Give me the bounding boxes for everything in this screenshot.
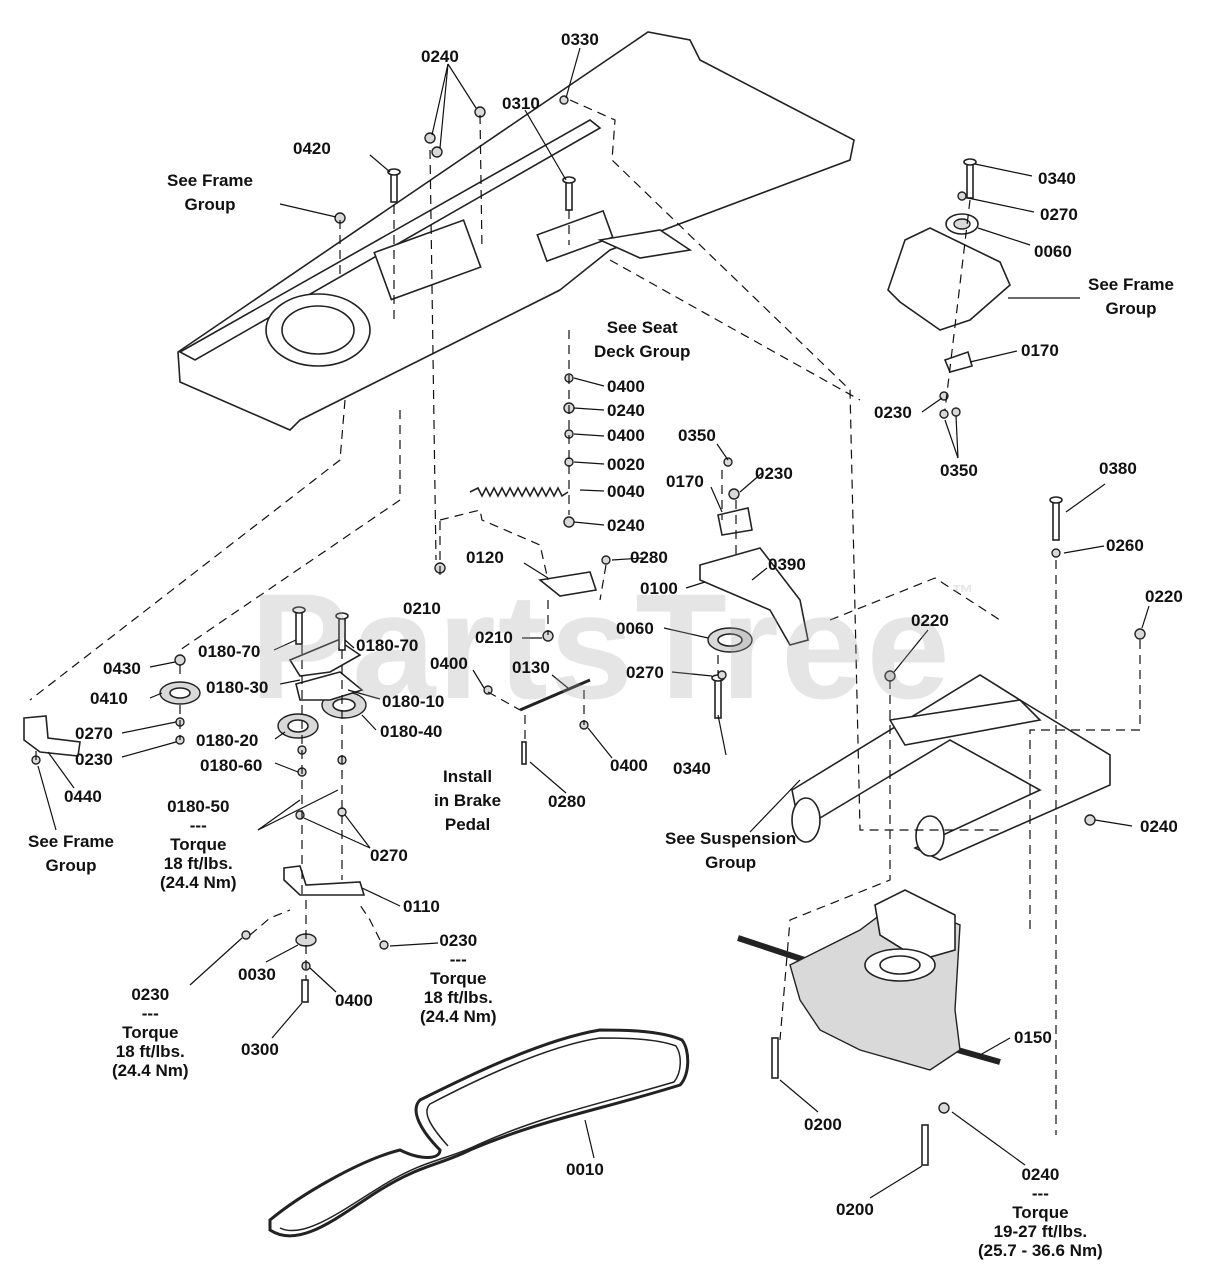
callout-0180-60: 0180-60 (200, 756, 263, 775)
callout-0330: 0330 (561, 30, 599, 49)
callout-0400: 0400 (610, 756, 648, 775)
callout-0180-40: 0180-40 (380, 722, 443, 741)
suspension-frame (791, 674, 1111, 861)
callout-0440: 0440 (64, 787, 102, 806)
callout-0230: 0230 (874, 403, 912, 422)
callout-0040: 0040 (607, 482, 645, 501)
callout-0150: 0150 (1014, 1028, 1052, 1047)
callout-0030: 0030 (238, 965, 276, 984)
callout-0310: 0310 (502, 94, 540, 113)
callout-0340: 0340 (673, 759, 711, 778)
callout-0400: 0400 (430, 654, 468, 673)
drive-belt (268, 1028, 690, 1238)
assembly-lines (29, 99, 1141, 1135)
callout-0390: 0390 (768, 555, 806, 574)
callout-0010: 0010 (566, 1160, 604, 1179)
callout-0270: 0270 (1040, 205, 1078, 224)
callout-0400: 0400 (335, 991, 373, 1010)
callout-0400: 0400 (607, 377, 645, 396)
callout-0180-20: 0180-20 (196, 731, 259, 750)
callout-0240: 0240 (1140, 817, 1178, 836)
callout-0120: 0120 (466, 548, 504, 567)
callout-0180-30: 0180-30 (206, 678, 269, 697)
callout-0020: 0020 (607, 455, 645, 474)
callout-0430: 0430 (103, 659, 141, 678)
callout-0300: 0300 (241, 1040, 279, 1059)
watermark: PartsTree™ (250, 562, 976, 730)
callout-0420: 0420 (293, 139, 331, 158)
callout-0180-10: 0180-10 (382, 692, 445, 711)
callout-0210: 0210 (403, 599, 441, 618)
callout-0180-70: 0180-70 (356, 636, 419, 655)
pulleys (159, 627, 753, 947)
leader-lines (37, 47, 1150, 1199)
callout-0350: 0350 (940, 461, 978, 480)
callout-0100: 0100 (640, 579, 678, 598)
callout-0200: 0200 (836, 1200, 874, 1219)
callout-0280: 0280 (548, 792, 586, 811)
callout-0060: 0060 (616, 619, 654, 638)
callout-0240: 0240 (421, 47, 459, 66)
callout-0260: 0260 (1106, 536, 1144, 555)
callout-0230: 0230 (755, 464, 793, 483)
frame-bracket (887, 213, 1011, 373)
callout-0280: 0280 (630, 548, 668, 567)
main-frame (177, 31, 855, 431)
callout-0270: 0270 (370, 846, 408, 865)
callout-0400: 0400 (607, 426, 645, 445)
callout-0240: 0240 (607, 401, 645, 420)
callout-0350: 0350 (678, 426, 716, 445)
callout-0270: 0270 (75, 724, 113, 743)
transaxle (737, 889, 1001, 1071)
idler-bracket (699, 507, 809, 646)
callout-0110: 0110 (403, 897, 440, 916)
callout-0340: 0340 (1038, 169, 1076, 188)
callout-0200: 0200 (804, 1115, 842, 1134)
callout-0060: 0060 (1034, 242, 1072, 261)
callout-0170: 0170 (666, 472, 704, 491)
callout-0180-70: 0180-70 (198, 642, 261, 661)
callout-0220: 0220 (911, 611, 949, 630)
callout-0270: 0270 (626, 663, 664, 682)
callout-0230: 0230 (75, 750, 113, 769)
callout-0170: 0170 (1021, 341, 1059, 360)
callout-0130: 0130 (512, 658, 550, 677)
callout-0380: 0380 (1099, 459, 1137, 478)
callout-0220: 0220 (1145, 587, 1183, 606)
callout-0210: 0210 (475, 628, 513, 647)
spring (469, 486, 569, 498)
callout-0410: 0410 (90, 689, 128, 708)
callout-0240: 0240 (607, 516, 645, 535)
